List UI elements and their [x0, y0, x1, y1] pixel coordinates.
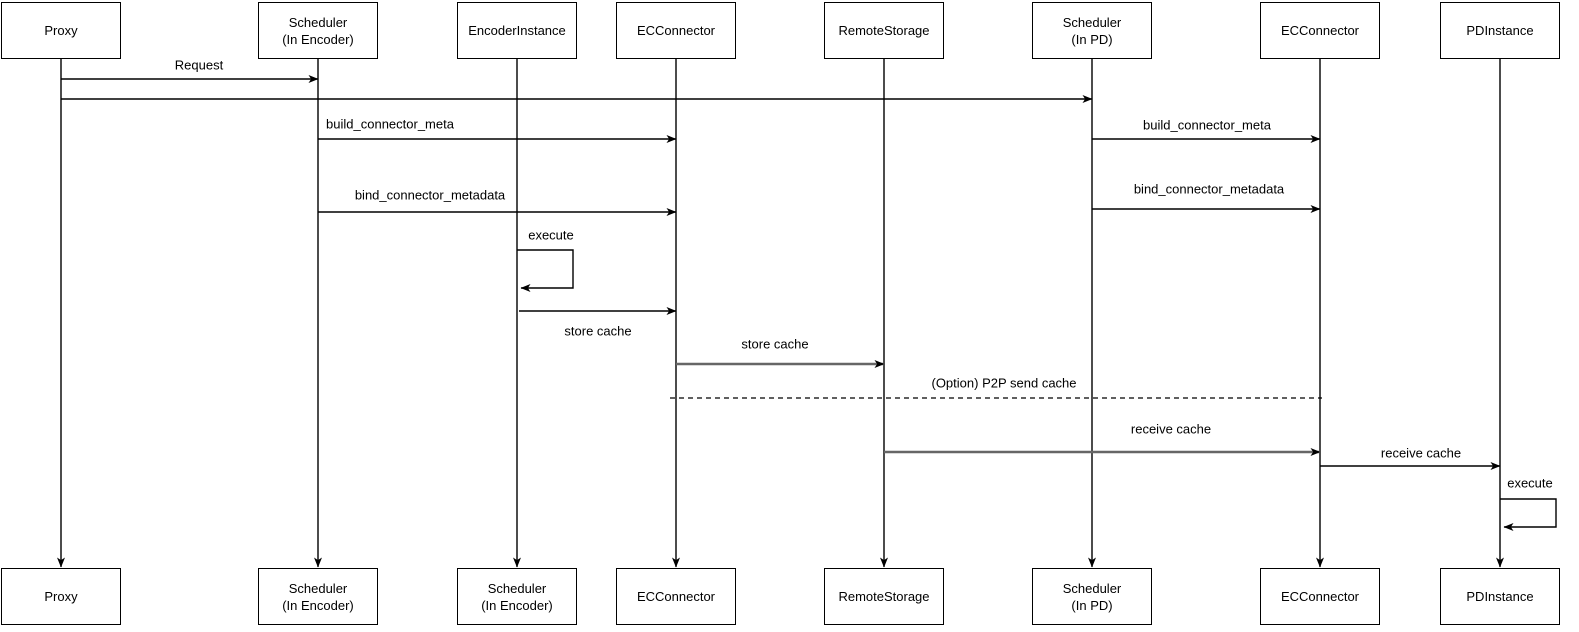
participant-box-sched-encoder[interactable]: Scheduler(In Encoder): [258, 2, 378, 59]
participant-box-pd-inst[interactable]: PDInstance: [1440, 2, 1560, 59]
lifeline-group: [57, 59, 1504, 568]
participant-label-primary: EncoderInstance: [468, 23, 566, 38]
message-group: [61, 75, 1557, 531]
message-label-m8: store cache: [561, 323, 635, 339]
participant-box-proxy[interactable]: Proxy: [1, 2, 121, 59]
participant-label-secondary: (In Encoder): [282, 597, 354, 613]
participant-box-ec-conn-pd-b[interactable]: ECConnector: [1260, 568, 1380, 625]
message-label-m6: bind_connector_metadata: [1130, 181, 1288, 197]
participant-box-encoder-inst-b[interactable]: Scheduler(In Encoder): [457, 568, 577, 625]
message-label-m10: (Option) P2P send cache: [928, 375, 1080, 391]
participant-label-secondary: (In Encoder): [282, 31, 354, 47]
participant-label-primary: Proxy: [44, 589, 78, 604]
participant-label-primary: Scheduler: [1062, 580, 1122, 596]
participant-box-encoder-inst[interactable]: EncoderInstance: [457, 2, 577, 59]
participant-label-secondary: (In PD): [1071, 597, 1113, 613]
participant-box-remote-store-b[interactable]: RemoteStorage: [824, 568, 944, 625]
participant-box-remote-store[interactable]: RemoteStorage: [824, 2, 944, 59]
message-label-m7: execute: [525, 227, 577, 243]
participant-label-primary: Scheduler: [1062, 14, 1122, 30]
message-label-m3: build_connector_meta: [323, 116, 457, 132]
participant-label-primary: RemoteStorage: [838, 589, 930, 604]
participant-label-primary: Scheduler: [288, 14, 348, 30]
message-label-m5: bind_connector_metadata: [351, 187, 509, 203]
participant-label-primary: ECConnector: [1280, 589, 1360, 604]
participant-label-primary: ECConnector: [1280, 23, 1360, 38]
participant-label-primary: ECConnector: [636, 23, 716, 38]
message-label-m4: build_connector_meta: [1140, 117, 1274, 133]
participant-label-primary: Scheduler: [288, 580, 348, 596]
message-label-m11: receive cache: [1127, 421, 1215, 437]
participant-box-ec-conn-pd[interactable]: ECConnector: [1260, 2, 1380, 59]
participant-box-proxy-b[interactable]: Proxy: [1, 568, 121, 625]
participant-box-ec-conn-enc-b[interactable]: ECConnector: [616, 568, 736, 625]
participant-box-sched-pd-b[interactable]: Scheduler(In PD): [1032, 568, 1152, 625]
participant-label-secondary: (In PD): [1071, 31, 1113, 47]
participant-label-primary: PDInstance: [1466, 23, 1534, 38]
participant-label-primary: RemoteStorage: [838, 23, 930, 38]
participant-label-primary: Proxy: [44, 23, 78, 38]
message-label-m12: receive cache: [1377, 445, 1465, 461]
self-message-m7: [517, 249, 574, 292]
participant-box-sched-encoder-b[interactable]: Scheduler(In Encoder): [258, 568, 378, 625]
self-message-m13: [1500, 498, 1557, 531]
participant-box-sched-pd[interactable]: Scheduler(In PD): [1032, 2, 1152, 59]
participant-label-secondary: (In Encoder): [481, 597, 553, 613]
participant-box-ec-conn-enc[interactable]: ECConnector: [616, 2, 736, 59]
participant-label-primary: Scheduler: [487, 580, 547, 596]
message-label-m1: Request: [171, 57, 227, 73]
participant-label-primary: PDInstance: [1466, 589, 1534, 604]
message-label-m9: store cache: [738, 336, 812, 352]
participant-label-primary: ECConnector: [636, 589, 716, 604]
message-label-m13: execute: [1504, 475, 1556, 491]
participant-box-pd-inst-b[interactable]: PDInstance: [1440, 568, 1560, 625]
